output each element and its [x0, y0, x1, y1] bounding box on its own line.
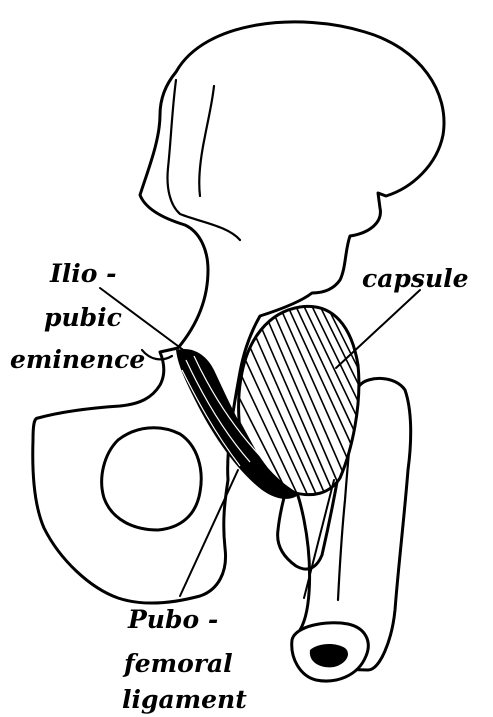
label-ligament: ligament [122, 685, 247, 714]
label-capsule: capsule [362, 264, 469, 293]
obturator-foramen [102, 428, 202, 530]
label-pubofemoral-ligament: Pubo - femoral ligament [122, 605, 247, 714]
label-eminence: eminence [10, 345, 145, 374]
label-pubic: pubic [44, 303, 122, 332]
label-ilio: Ilio - [49, 259, 116, 288]
label-pubo: Pubo - [127, 605, 218, 634]
leader-capsule [336, 290, 420, 368]
label-femoral: femoral [122, 649, 233, 678]
label-ilio-pubic-eminence: Ilio - pubic eminence [10, 259, 145, 374]
